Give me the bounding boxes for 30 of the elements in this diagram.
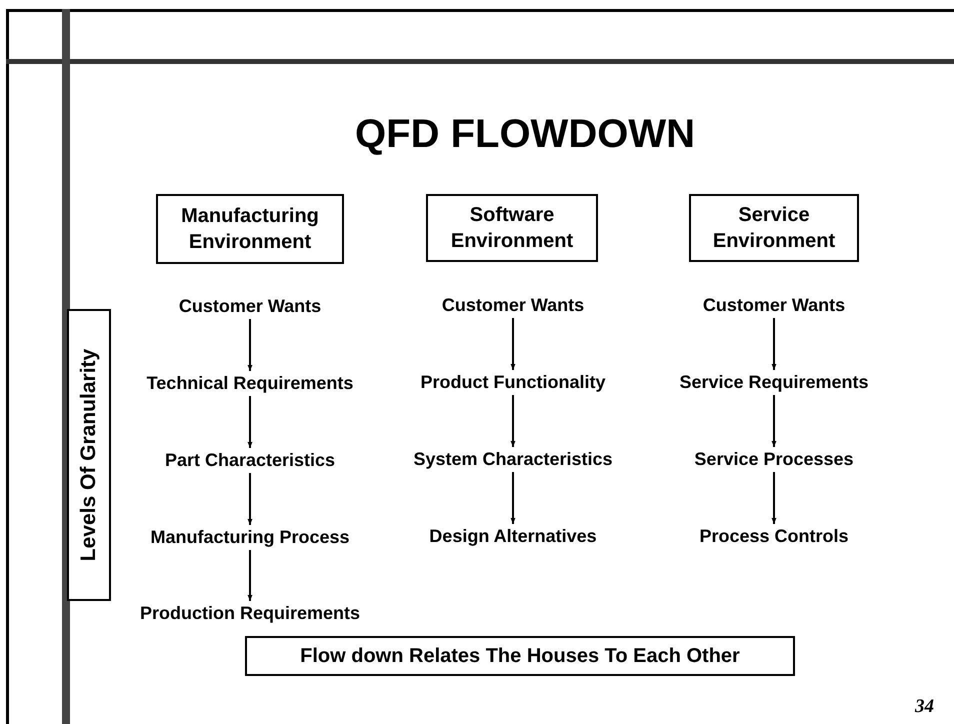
arrow — [248, 550, 252, 601]
level-label: Production Requirements — [140, 602, 360, 624]
arrow — [248, 473, 252, 525]
arrow — [510, 318, 516, 370]
arrow — [772, 318, 776, 370]
level-label: Technical Requirements — [146, 372, 354, 394]
slide-title: QFD FLOWDOWN — [354, 111, 696, 158]
level-label: Manufacturing Process — [150, 526, 350, 548]
arrow — [248, 396, 252, 448]
level-label: Customer Wants — [442, 294, 584, 316]
arrow — [248, 319, 252, 371]
environment-box: Manufacturing Environment — [156, 194, 344, 264]
axis-label-box: Levels Of Granularity — [67, 309, 111, 601]
environment-box: Software Environment — [426, 194, 598, 262]
arrow — [510, 472, 516, 524]
level-label: Part Characteristics — [164, 449, 336, 471]
level-label: Customer Wants — [702, 294, 846, 316]
arrow — [772, 472, 776, 524]
arrow — [772, 395, 776, 447]
summary-box: Flow down Relates The Houses To Each Other — [245, 636, 795, 676]
level-label: Design Alternatives — [429, 525, 597, 547]
level-label: Service Processes — [694, 448, 854, 470]
level-label: Product Functionality — [420, 371, 606, 393]
arrow — [510, 395, 516, 447]
level-label: Service Requirements — [679, 371, 869, 393]
level-label: System Characteristics — [413, 448, 613, 470]
level-label: Customer Wants — [178, 295, 322, 317]
environment-box: Service Environment — [689, 194, 859, 262]
page-number: 34 — [915, 695, 934, 719]
level-label: Process Controls — [699, 525, 849, 547]
